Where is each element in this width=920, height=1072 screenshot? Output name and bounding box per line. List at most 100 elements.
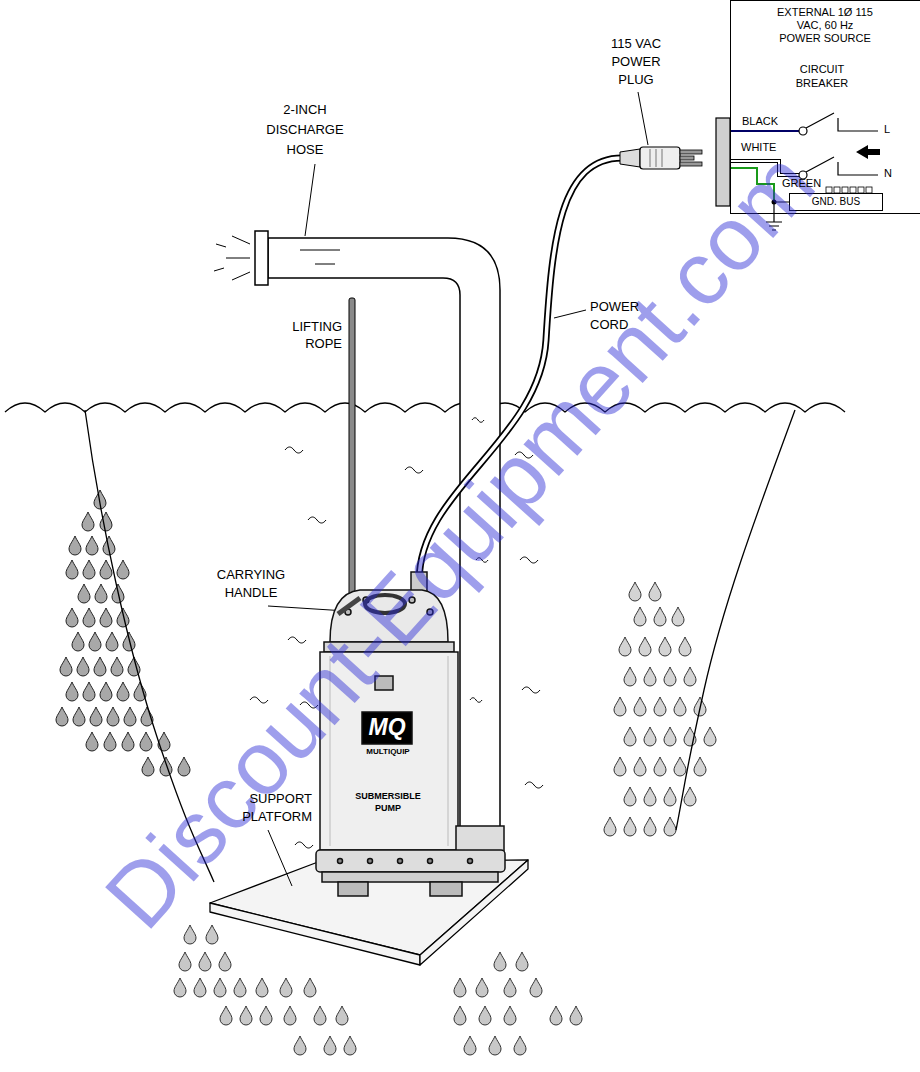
seepage-right (664, 817, 676, 836)
pump-outline (363, 597, 369, 603)
seepage-bottom (454, 1006, 466, 1025)
plug-label: 115 VAC POWER PLUG (603, 35, 669, 89)
pump-outline (338, 882, 368, 896)
seepage-left (83, 560, 95, 579)
seepage-left (83, 682, 95, 701)
seepage-left (122, 732, 134, 751)
seepage-right (634, 607, 646, 626)
seepage-bottom (479, 1006, 491, 1025)
power-plug (650, 149, 662, 167)
pump-outline (365, 595, 405, 613)
seepage-bottom (234, 978, 246, 997)
seepage-bottom (504, 978, 516, 997)
wire-label: WHITE (741, 141, 776, 154)
part-label: POWER CORD (590, 298, 660, 334)
seepage-left (77, 657, 89, 676)
seepage-right (644, 787, 656, 806)
seepage-bottom (504, 1006, 516, 1025)
seepage-left (89, 632, 101, 651)
seepage-left (124, 707, 136, 726)
pump-outline (368, 859, 373, 864)
seepage-left (78, 584, 90, 603)
breaker-label: CIRCUIT BREAKER (790, 62, 854, 90)
seepage-right (659, 637, 671, 656)
power-plug (620, 149, 640, 167)
seepage-left (72, 632, 84, 651)
seepage-bottom (494, 952, 506, 971)
seepage-bottom (220, 1006, 232, 1025)
seepage-left (60, 657, 72, 676)
seepage-left (73, 707, 85, 726)
seepage-left (158, 732, 170, 751)
seepage-right (634, 757, 646, 776)
terminal-label: N (884, 167, 892, 180)
seepage-left (66, 560, 78, 579)
seepage-bottom (260, 1006, 272, 1025)
seepage-left (100, 608, 112, 627)
seepage-left (141, 707, 153, 726)
seepage-bottom (199, 952, 211, 971)
leader-line (554, 310, 586, 318)
seepage-left (160, 757, 172, 776)
pump-outline (430, 882, 462, 896)
support-platform (210, 860, 528, 965)
pump-title: SUBMERSIBLE PUMP (350, 790, 426, 814)
seepage-right (654, 757, 666, 776)
seepage-right (624, 667, 636, 686)
leader-line (268, 830, 292, 886)
pump-outline (468, 859, 473, 864)
seepage-bottom (324, 1036, 336, 1055)
seepage-right (684, 667, 696, 686)
seepage-left (123, 632, 135, 651)
seepage-right (664, 727, 676, 746)
seepage-bottom (206, 925, 218, 944)
seepage-left (86, 732, 98, 751)
seepage-bottom (550, 1006, 562, 1025)
seepage-bottom (214, 978, 226, 997)
seepage-bottom (314, 1006, 326, 1025)
seepage-bottom (294, 1036, 306, 1055)
seepage-right (674, 757, 686, 776)
seepage-right (624, 787, 636, 806)
seepage-left (134, 682, 146, 701)
wire-label: GREEN (782, 177, 821, 190)
seepage-right (604, 817, 616, 836)
seepage-right (624, 727, 636, 746)
seepage-bottom (530, 978, 542, 997)
seepage-left (104, 732, 116, 751)
seepage-bottom (174, 978, 186, 997)
pump-outline (428, 859, 433, 864)
seepage-right (654, 697, 666, 716)
seepage-left (140, 732, 152, 751)
pump-outline (375, 676, 393, 690)
logo-mark: MQ (362, 713, 412, 741)
ground-bus-label: GND. BUS (790, 194, 882, 210)
seepage-left (66, 608, 78, 627)
part-label: LIFTING ROPE (262, 318, 342, 352)
seepage-right (624, 817, 636, 836)
pump-outline (345, 609, 351, 615)
pump-outline (316, 572, 505, 896)
pump-outline (411, 572, 427, 592)
power-plug (640, 147, 680, 169)
panel-wiring (799, 127, 807, 135)
seepage-right (672, 607, 684, 626)
seepage-bottom (516, 952, 528, 971)
seepage-right (639, 637, 651, 656)
seepage-left (94, 657, 106, 676)
ground-bus: GND. BUS (789, 193, 883, 211)
seepage-left (111, 657, 123, 676)
leader-line (638, 92, 648, 145)
seepage-left (95, 584, 107, 603)
seepage-bottom (476, 978, 488, 997)
seepage-right (704, 727, 716, 746)
seepage-left (83, 608, 95, 627)
leader-line (305, 164, 315, 236)
seepage-right (614, 757, 626, 776)
seepage-left (117, 608, 129, 627)
seepage-right (619, 637, 631, 656)
seepage-bottom (344, 1036, 356, 1055)
seepage-bottom (514, 1036, 526, 1055)
seepage-right (664, 667, 676, 686)
